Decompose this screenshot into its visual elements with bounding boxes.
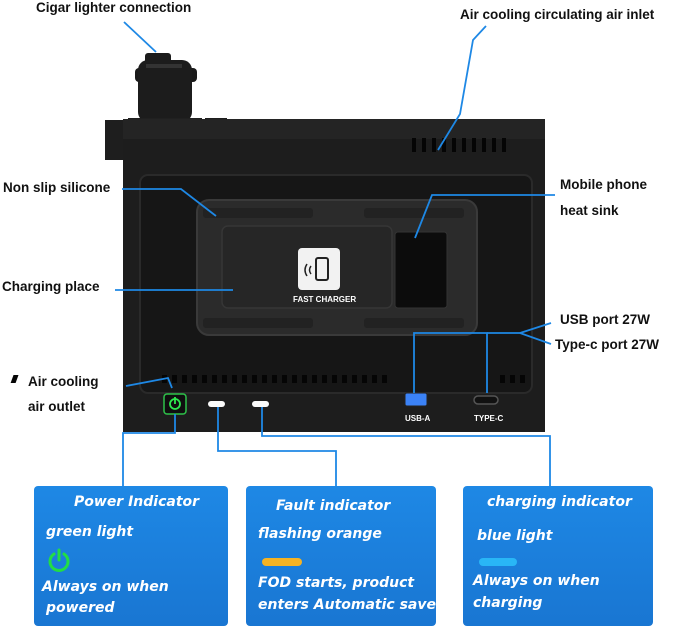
callout-charging-place: Charging place xyxy=(2,279,100,294)
callout-heat-sink-1: Mobile phone xyxy=(560,177,647,192)
heat-sink xyxy=(394,231,448,309)
callout-heat-sink-2: heat sink xyxy=(560,203,619,218)
fault-orange-bar xyxy=(262,558,302,566)
power-indicator-desc-2: powered xyxy=(46,600,115,616)
callout-air-inlet: Air cooling circulating air inlet xyxy=(460,7,655,22)
usb-a-port-shape xyxy=(404,392,428,407)
charging-indicator-desc-2: charging xyxy=(473,595,543,611)
charging-blue-bar xyxy=(479,558,517,566)
charging-indicator-title: charging indicator xyxy=(487,494,632,510)
charging-indicator-card: charging indicator blue light Always on … xyxy=(463,486,653,626)
fast-charger-icon xyxy=(298,248,340,290)
power-indicator-desc-1: Always on when xyxy=(42,579,169,595)
type-c-label: TYPE-C xyxy=(474,414,504,423)
charging-indicator-color: blue light xyxy=(477,528,553,544)
usb-a-label: USB-A xyxy=(405,414,431,423)
charging-light xyxy=(252,401,269,407)
fault-light xyxy=(208,401,225,407)
callout-non-slip: Non slip silicone xyxy=(3,180,111,195)
charging-indicator-desc-1: Always on when xyxy=(473,573,600,589)
fault-indicator-card: Fault indicator flashing orange FOD star… xyxy=(246,486,443,626)
fault-indicator-title: Fault indicator xyxy=(276,498,391,514)
callout-usb-a-port: USB port 27W xyxy=(560,312,651,327)
air-inlet-vents xyxy=(412,138,506,152)
power-indicator-color: green light xyxy=(46,524,134,540)
fast-charger-label: FAST CHARGER xyxy=(293,295,357,304)
callout-outlet-1: Air cooling xyxy=(28,374,99,389)
fault-indicator-desc-1: FOD starts, product xyxy=(258,575,415,591)
power-indicator-card: Power Indicator green light Always on wh… xyxy=(34,486,228,626)
power-icon xyxy=(48,548,70,572)
callout-type-c-port: Type-c port 27W xyxy=(555,337,660,352)
callout-cigar: Cigar lighter connection xyxy=(36,0,192,15)
callout-outlet-2: air outlet xyxy=(28,399,86,414)
fault-indicator-color: flashing orange xyxy=(258,526,382,542)
fault-indicator-desc-2: enters Automatic saver xyxy=(258,597,443,613)
power-indicator-title: Power Indicator xyxy=(74,494,200,510)
type-c-port-shape xyxy=(473,395,499,405)
